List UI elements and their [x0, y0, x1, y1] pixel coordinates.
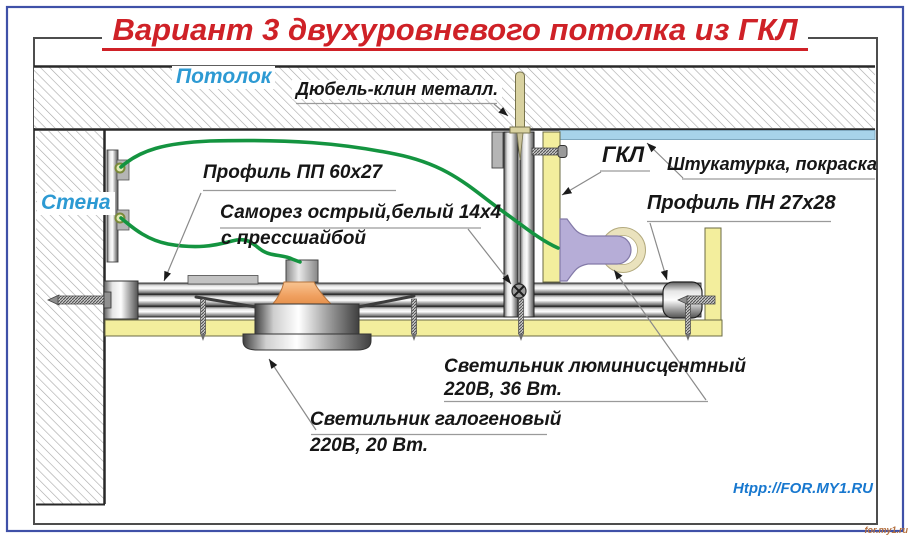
wall-label: Стена: [37, 191, 115, 215]
fluorescent-label-line2: 220В, 36 Вт.: [444, 379, 563, 400]
fluorescent-label-line1: Светильник люминисцентный: [444, 356, 746, 377]
leader-lines: [163, 103, 707, 431]
hanger-bracket: [187, 275, 259, 285]
ceiling-label: Потолок: [172, 65, 276, 89]
wall-anchor-screw: [47, 291, 112, 309]
halogen-socket: [285, 259, 319, 283]
board-screw: [685, 298, 691, 341]
junction-screw: [511, 283, 527, 299]
leader-profile-pn: [649, 222, 668, 281]
leader-plaster: [646, 142, 684, 179]
fluorescent-lamp: [559, 218, 646, 282]
profile-pn-label: Профиль ПН 27х28: [647, 192, 836, 214]
label-underlines: [203, 102, 875, 436]
halogen-trim-ring: [242, 333, 372, 351]
leader-fluorescent: [613, 269, 707, 401]
halogen-label-line1: Светильник галогеновый: [310, 409, 562, 430]
dowel-wedge-pin: [509, 71, 531, 161]
gkl-right-board: [704, 227, 722, 323]
hanger-tab-left: [491, 131, 504, 169]
electrical-wires: [119, 138, 560, 264]
watermark: for.my1.ru: [864, 525, 908, 535]
leader-dowel: [493, 103, 509, 117]
profile-pp-label: Профиль ПП 60х27: [203, 162, 383, 183]
plaster-label: Штукатурка, покраска: [667, 154, 877, 174]
wire-lower: [119, 216, 302, 264]
halogen-fixture: [194, 259, 416, 351]
plaster-paint-strip: [559, 130, 876, 140]
leader-screw: [467, 228, 512, 285]
halogen-body: [254, 303, 360, 338]
leader-profile-pp: [163, 192, 202, 282]
board-screw: [411, 298, 417, 341]
board-screw: [518, 298, 524, 341]
gkl-vertical-board: [542, 131, 561, 283]
pn-end-screw: [677, 294, 716, 306]
board-screw: [200, 298, 206, 341]
wall-slab: [36, 130, 106, 506]
site-link: Htpp://FOR.MY1.RU: [733, 480, 873, 497]
screw-label-line2: с прессшайбой: [221, 228, 367, 249]
screw-label-line1: Саморез острый,белый 14х4: [220, 202, 502, 223]
fluorescent-tube: [559, 218, 632, 282]
leader-halogen: [268, 358, 317, 431]
hanger-top-screw: [531, 145, 568, 158]
gkl-label: ГКЛ: [602, 142, 645, 167]
spring-clip-right: [356, 294, 416, 309]
board-screws: [200, 298, 691, 341]
outer-blue-border: [5, 5, 905, 533]
page-title: Вариант 3 двухуровневого потолка из ГКЛ: [40, 13, 870, 52]
wire-upper: [119, 138, 560, 250]
dowel-label: Дюбель-клин металл.: [292, 79, 503, 100]
leader-gkl: [561, 171, 602, 196]
halogen-label-line2: 220В, 20 Вт.: [310, 435, 429, 456]
spring-clip-left: [194, 295, 258, 309]
